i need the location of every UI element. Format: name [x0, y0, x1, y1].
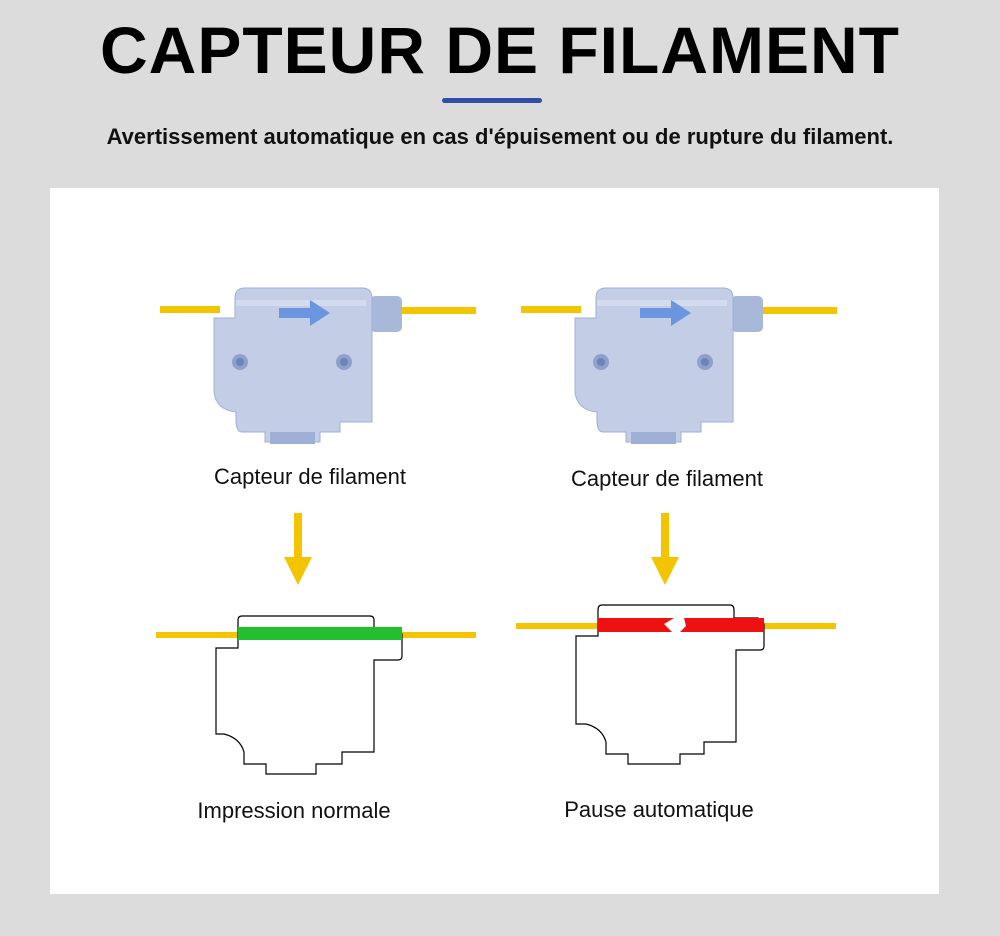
down-arrow-icon-left — [284, 513, 312, 585]
sensor-label-left: Capteur de filament — [214, 464, 406, 489]
filament-out-schematic-left — [402, 632, 476, 638]
filament-in-right — [521, 306, 581, 313]
page-subtitle: Avertissement automatique en cas d'épuis… — [106, 124, 894, 149]
state-label-left: Impression normale — [197, 798, 391, 823]
filament-in-left — [160, 306, 220, 313]
down-arrow-icon-right — [651, 513, 679, 585]
title-underline — [442, 98, 542, 103]
sensor-label-right: Capteur de filament — [571, 466, 763, 491]
state-label-right: Pause automatique — [564, 797, 754, 822]
filament-state-bar-right — [598, 618, 764, 632]
filament-in-schematic-left — [156, 632, 238, 638]
diagram-panel — [50, 188, 939, 894]
filament-out-schematic-right — [764, 623, 836, 629]
filament-in-schematic-right — [516, 623, 598, 629]
direction-arrow-icon-left — [279, 300, 330, 326]
filament-state-bar-left — [238, 627, 402, 640]
direction-arrow-icon-right — [640, 300, 691, 326]
page-title: CAPTEUR DE FILAMENT — [100, 13, 900, 87]
filament-out-right — [761, 307, 837, 314]
filament-out-left — [400, 307, 476, 314]
